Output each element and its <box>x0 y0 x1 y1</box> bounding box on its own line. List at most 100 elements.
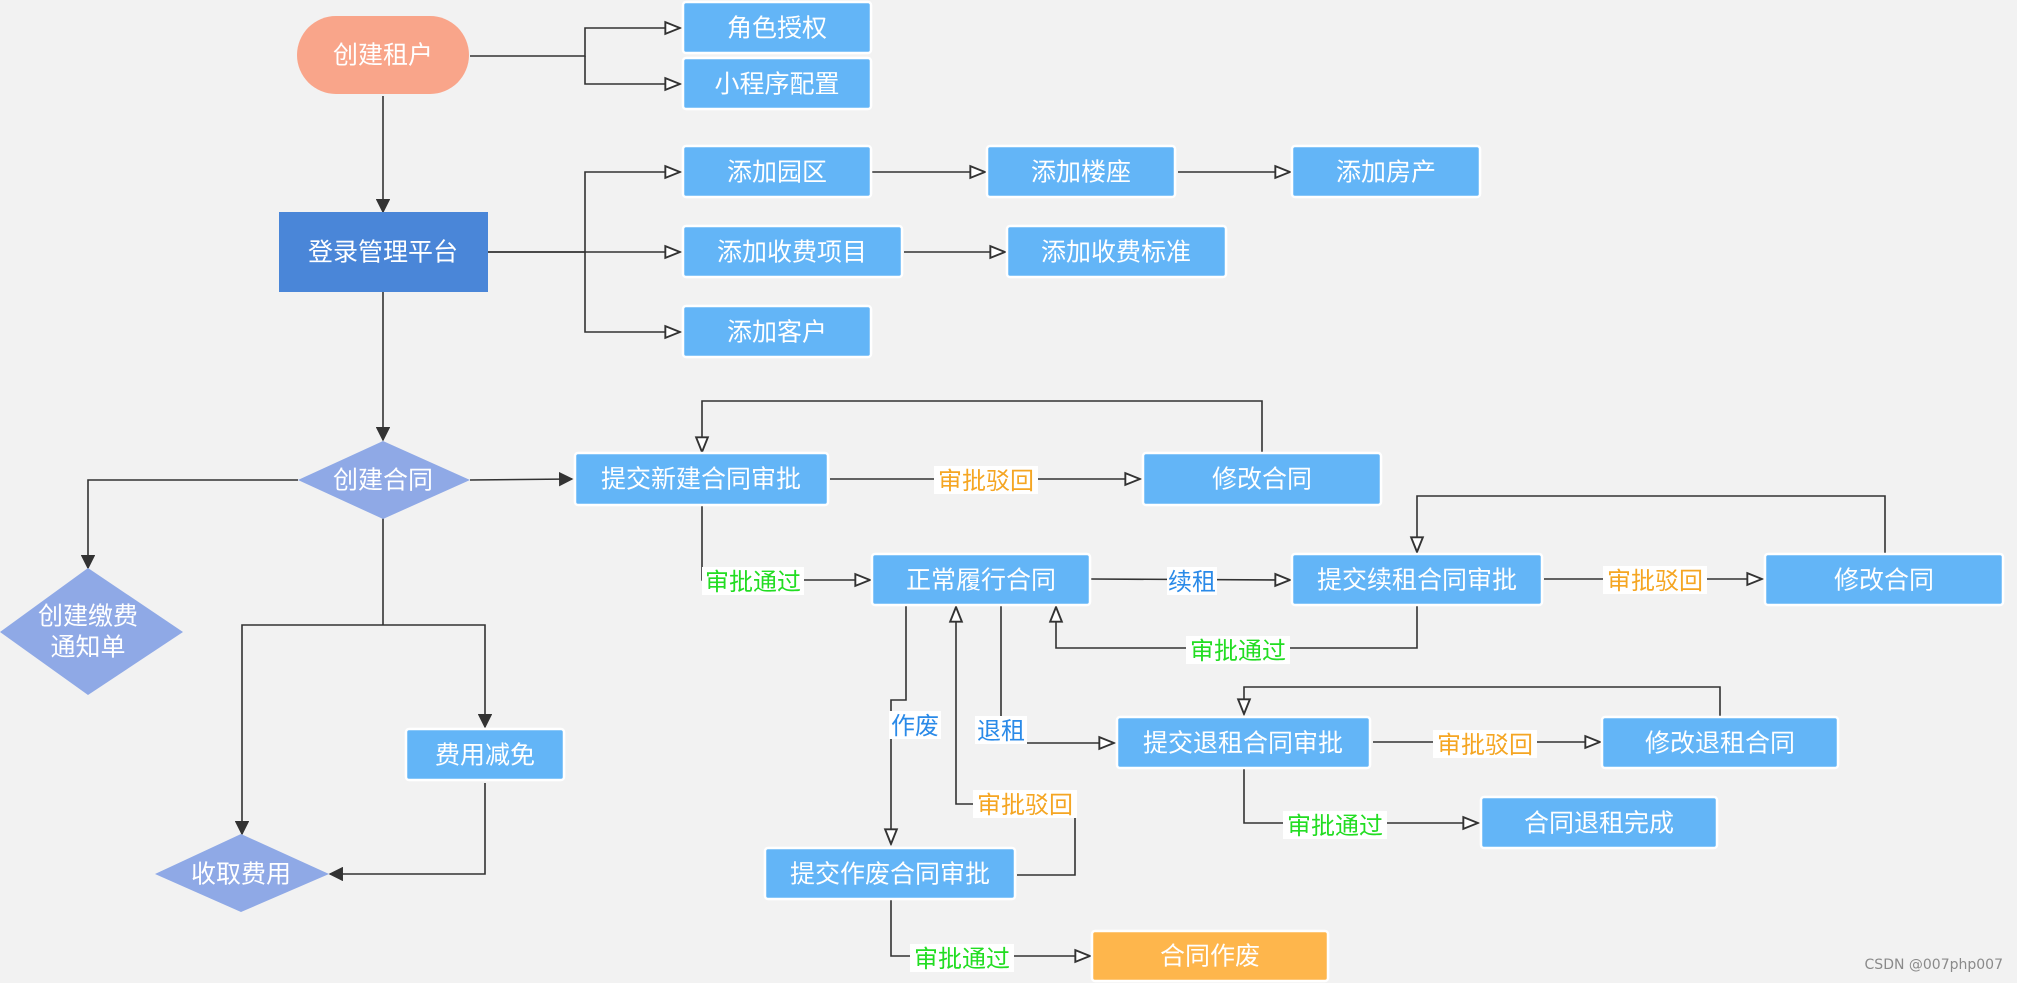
node-submit-renewal[interactable]: 提交续租合同审批 <box>1290 552 1544 607</box>
edge-login-customer <box>584 252 680 332</box>
node-label: 添加房产 <box>1336 158 1436 187</box>
edge-modsurrender-surrender <box>1244 686 1721 717</box>
svg-text:审批通过: 审批通过 <box>1287 812 1383 840</box>
process-shape <box>681 224 904 279</box>
node-add-customer[interactable]: 添加客户 <box>681 304 873 359</box>
process-shape <box>1763 552 2005 607</box>
label-reject-void: 审批驳回 <box>973 790 1077 819</box>
edge-normal-void <box>891 602 907 844</box>
node-label: 修改合同 <box>1834 566 1934 595</box>
process-shape <box>1141 451 1383 507</box>
edge-tenant-miniapp <box>584 56 680 84</box>
decision-shape <box>155 834 329 912</box>
node-label: 角色授权 <box>727 14 827 43</box>
label-approve-renew: 审批通过 <box>1186 636 1290 665</box>
node-create-tenant[interactable]: 创建租户 <box>297 16 469 94</box>
svg-text:审批驳回: 审批驳回 <box>938 467 1034 495</box>
edge-labels: 审批驳回 审批通过 续租 审批驳回 审批通过 作废 退租 审批驳回 <box>702 466 1707 973</box>
node-submit-void[interactable]: 提交作废合同审批 <box>763 846 1017 901</box>
process-shape <box>681 56 873 111</box>
node-label: 正常履行合同 <box>906 566 1056 595</box>
process-shape <box>1290 552 1544 607</box>
process-shape <box>1479 795 1719 850</box>
node-label: 提交作废合同审批 <box>790 860 990 889</box>
process-shape <box>1115 715 1372 770</box>
svg-text:退租: 退租 <box>977 717 1025 745</box>
platform-shape <box>279 212 488 292</box>
edge-tenant-role <box>470 28 680 57</box>
node-role-auth[interactable]: 角色授权 <box>681 0 873 55</box>
edge-surrender-done <box>1243 768 1478 823</box>
node-label: 合同作废 <box>1160 942 1260 971</box>
node-label: 修改合同 <box>1212 465 1312 494</box>
process-shape <box>985 144 1177 199</box>
label-reject-renew: 审批驳回 <box>1603 566 1707 595</box>
decision-shape <box>298 441 470 519</box>
node-label: 添加客户 <box>727 318 827 347</box>
svg-text:审批驳回: 审批驳回 <box>977 791 1073 819</box>
edge-contract-collect <box>234 624 383 836</box>
node-create-contract[interactable]: 创建合同 <box>298 441 470 519</box>
node-contract-void[interactable]: 合同作废 <box>1090 929 1330 983</box>
process-shape <box>870 552 1092 607</box>
label-reject-new: 审批驳回 <box>934 466 1038 495</box>
node-modify-surrender[interactable]: 修改退租合同 <box>1600 715 1840 770</box>
node-submit-surrender[interactable]: 提交退租合同审批 <box>1115 715 1372 770</box>
label-renew: 续租 <box>1167 567 1217 596</box>
node-add-building[interactable]: 添加楼座 <box>985 144 1177 199</box>
svg-text:审批通过: 审批通过 <box>705 568 801 596</box>
process-shape <box>1600 715 1840 770</box>
node-modify-contract-1[interactable]: 修改合同 <box>1141 451 1383 507</box>
node-add-fee-item[interactable]: 添加收费项目 <box>681 224 904 279</box>
node-collect-fee[interactable]: 收取费用 <box>155 834 329 912</box>
node-label: 提交续租合同审批 <box>1317 566 1517 595</box>
process-shape <box>404 727 566 782</box>
node-normal-contract[interactable]: 正常履行合同 <box>870 552 1092 607</box>
node-label-line2: 通知单 <box>50 633 125 662</box>
node-add-park[interactable]: 添加园区 <box>681 144 873 199</box>
node-label: 合同退租完成 <box>1524 809 1674 838</box>
edge-contract-submit <box>469 471 574 487</box>
process-shape <box>681 144 873 199</box>
node-label: 添加园区 <box>727 158 827 187</box>
svg-text:续租: 续租 <box>1168 568 1216 596</box>
watermark: CSDN @007php007 <box>1864 957 2003 973</box>
node-surrender-done[interactable]: 合同退租完成 <box>1479 795 1719 850</box>
label-approve-surrender: 审批通过 <box>1283 811 1387 840</box>
node-add-property[interactable]: 添加房产 <box>1290 144 1482 199</box>
node-label: 修改退租合同 <box>1645 729 1795 758</box>
node-add-fee-standard[interactable]: 添加收费标准 <box>1005 224 1228 279</box>
svg-text:审批通过: 审批通过 <box>914 945 1010 973</box>
node-label: 费用减免 <box>435 741 535 770</box>
node-login-platform[interactable]: 登录管理平台 <box>279 212 488 292</box>
edge-contract-notice <box>80 479 298 570</box>
node-label: 添加收费项目 <box>717 238 867 267</box>
node-label: 小程序配置 <box>714 70 839 99</box>
node-modify-contract-2[interactable]: 修改合同 <box>1763 552 2005 607</box>
edge-modify-submit <box>702 400 1263 455</box>
node-miniapp-config[interactable]: 小程序配置 <box>681 56 873 111</box>
process-shape <box>1290 144 1482 199</box>
node-submit-new-contract[interactable]: 提交新建合同审批 <box>573 451 830 507</box>
node-label: 创建合同 <box>333 466 433 495</box>
node-fee-reduction[interactable]: 费用减免 <box>404 727 566 782</box>
node-label: 登录管理平台 <box>308 238 458 267</box>
node-label: 提交新建合同审批 <box>601 465 801 494</box>
node-label: 添加楼座 <box>1031 158 1131 187</box>
edge-login-park <box>487 172 680 253</box>
decision-shape <box>0 568 183 695</box>
node-label: 添加收费标准 <box>1041 238 1191 267</box>
svg-text:审批通过: 审批通过 <box>1190 637 1286 665</box>
svg-text:作废: 作废 <box>891 712 939 740</box>
process-shape <box>1005 224 1228 279</box>
node-label-line1: 创建缴费 <box>38 602 138 631</box>
node-create-notice[interactable]: 创建缴费 通知单 <box>0 568 183 695</box>
edge-contract-reduction <box>383 624 493 729</box>
label-approve-new: 审批通过 <box>702 567 804 596</box>
label-void: 作废 <box>889 711 941 740</box>
process-shape <box>763 846 1017 901</box>
svg-text:审批驳回: 审批驳回 <box>1607 567 1703 595</box>
node-label: 提交退租合同审批 <box>1143 729 1343 758</box>
